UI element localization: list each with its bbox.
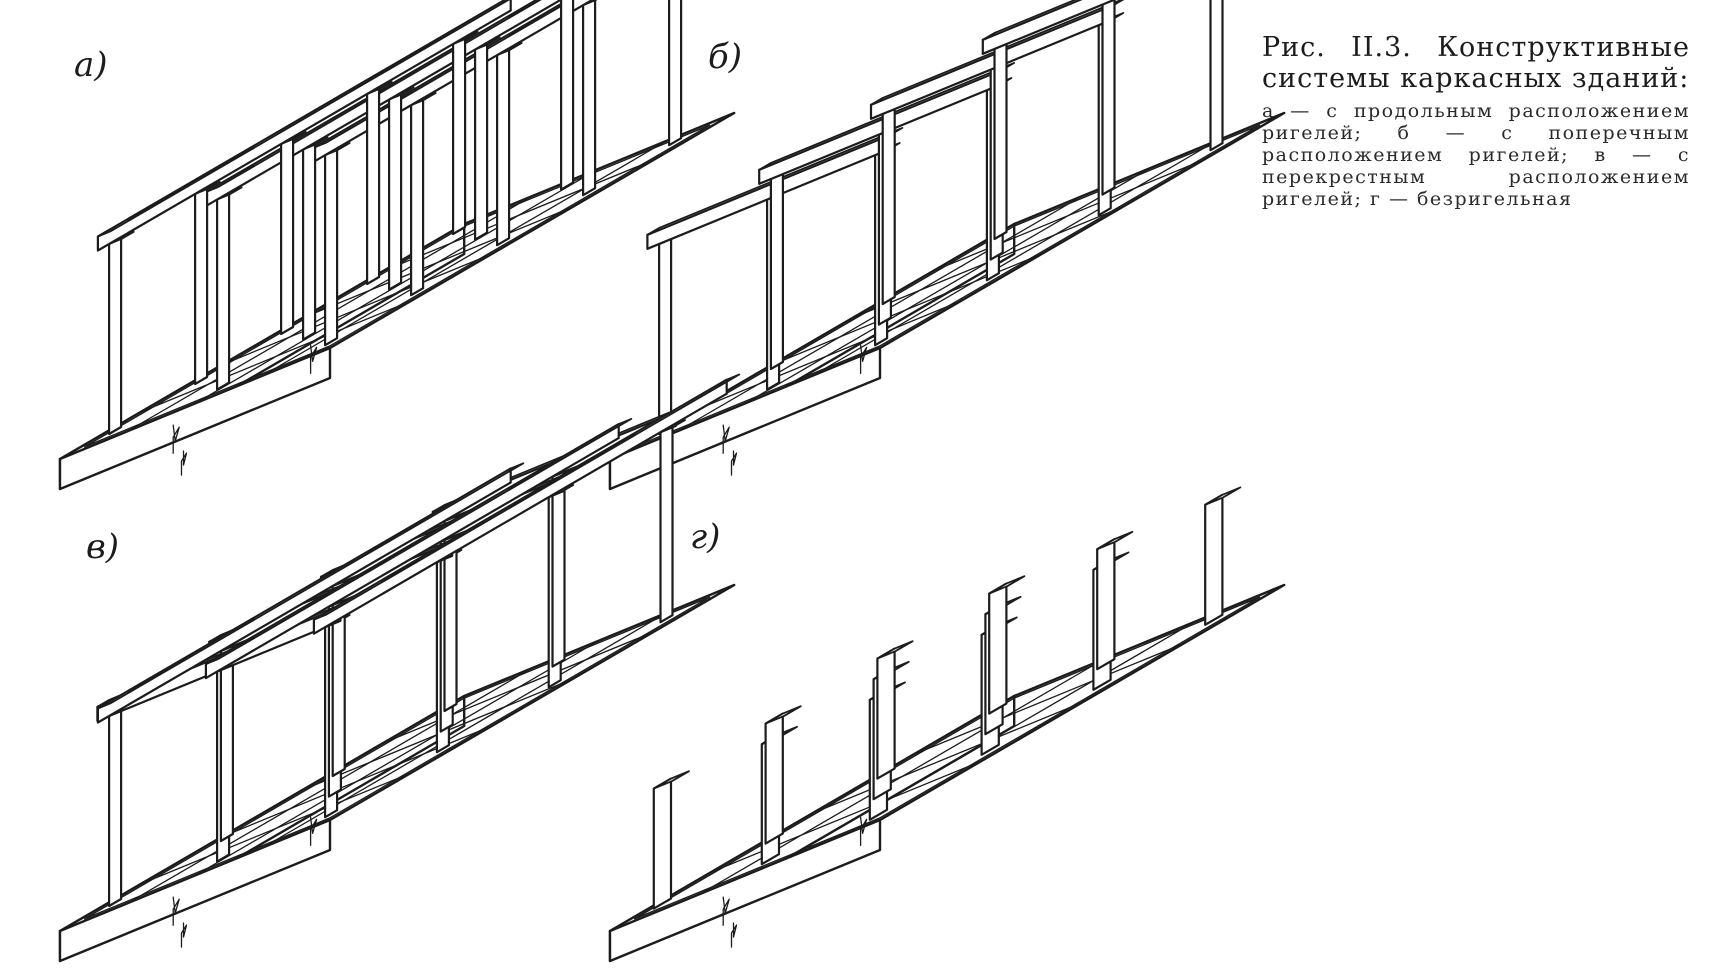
column <box>302 141 317 341</box>
slab-side <box>58 346 332 491</box>
girder <box>96 0 512 252</box>
break-mark <box>859 344 868 374</box>
girder-top <box>981 0 1082 41</box>
column <box>581 0 597 197</box>
floor-grid-line <box>811 701 1083 815</box>
floor-grid-line <box>699 658 1105 895</box>
column <box>194 185 209 386</box>
column <box>452 35 467 236</box>
break-mark <box>172 424 180 454</box>
girder-top <box>97 0 511 238</box>
column <box>1096 538 1116 671</box>
slab-border <box>83 596 711 920</box>
panel-label-v: в) <box>86 527 120 567</box>
column-top <box>876 640 914 660</box>
column <box>366 85 381 286</box>
column <box>496 47 511 247</box>
break-mark <box>722 424 730 454</box>
floor-grid-line <box>744 167 1150 405</box>
panel-label-a: а) <box>74 45 108 85</box>
column <box>659 424 674 624</box>
floor-grid-line <box>261 612 668 849</box>
column <box>652 777 673 910</box>
break-mark <box>180 450 188 476</box>
column <box>559 0 575 191</box>
slab-border <box>633 124 1261 448</box>
column-top <box>1204 486 1242 506</box>
panel-a-longitudinal-frame <box>58 0 736 491</box>
break-mark <box>172 896 180 926</box>
column <box>657 235 673 436</box>
break-mark <box>730 922 738 948</box>
break-mark <box>859 816 868 846</box>
column-top <box>1096 530 1134 551</box>
girder-top <box>204 417 633 665</box>
column <box>324 147 339 347</box>
column <box>1101 0 1116 196</box>
break-mark <box>730 450 738 476</box>
panel-b-transverse-frame <box>608 0 1286 491</box>
column-top <box>764 705 802 725</box>
column <box>881 105 896 306</box>
girder-top <box>312 373 741 621</box>
floor-grid-line <box>912 643 1184 756</box>
floor-grid-line <box>811 140 1218 377</box>
column <box>667 0 683 147</box>
slab-side <box>608 346 882 491</box>
column <box>551 468 566 668</box>
column-top <box>652 770 690 790</box>
girder-top <box>97 462 525 710</box>
column <box>1209 0 1224 152</box>
panel-g-girderless-frame <box>608 486 1286 963</box>
column-top <box>988 575 1026 595</box>
caption-title: Рис. II.3. Конструктивные системы каркас… <box>1262 32 1690 94</box>
column <box>764 712 784 845</box>
figure-caption: Рис. II.3. Конструктивные системы каркас… <box>1262 32 1690 210</box>
column <box>219 642 234 843</box>
column <box>410 97 425 297</box>
slab-side <box>58 818 332 963</box>
break-mark <box>309 344 318 374</box>
caption-body: а — с продольным расположением ригелей; … <box>1262 100 1690 210</box>
panel-label-g: г) <box>690 517 721 557</box>
floor-grid-line <box>194 639 600 877</box>
column <box>993 40 1008 241</box>
break-mark <box>722 896 730 926</box>
column <box>474 41 489 241</box>
break-mark <box>309 816 318 846</box>
column <box>280 135 295 336</box>
floor-grid-line <box>710 760 982 873</box>
panel-label-b: б) <box>708 37 743 77</box>
column <box>388 91 403 291</box>
slab-side <box>608 818 882 963</box>
panel-v-cross-frame <box>58 373 741 963</box>
column <box>216 191 231 391</box>
column <box>769 170 785 371</box>
break-mark <box>180 922 188 948</box>
column <box>988 582 1008 715</box>
column <box>107 707 123 908</box>
column <box>107 235 123 436</box>
column <box>1204 493 1224 626</box>
column <box>876 647 896 780</box>
